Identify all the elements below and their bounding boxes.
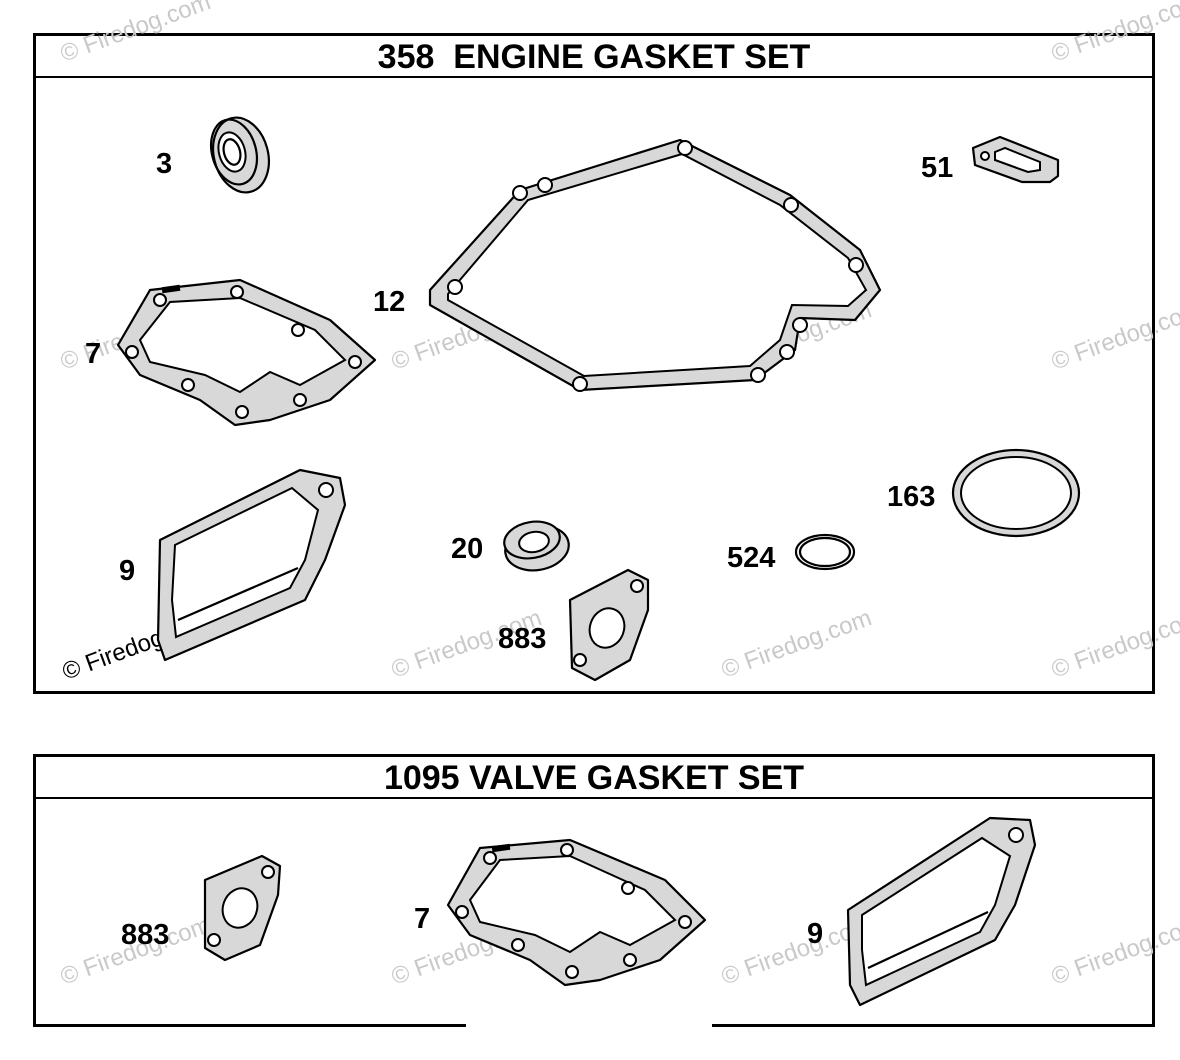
label-part-51: 51	[921, 152, 953, 184]
part-12-crankcase-gasket	[428, 138, 882, 392]
part-9-valve-cover-gasket	[156, 468, 347, 662]
label-part-12: 12	[373, 286, 405, 318]
panel-title-valve: 1095 VALVE GASKET SET	[36, 757, 1152, 799]
valve-label-part-7: 7	[414, 903, 430, 935]
engine-panel-title-text: 358 ENGINE GASKET SET	[377, 38, 811, 76]
watermark: © Firedog.com	[718, 604, 875, 683]
valve-part-9-valve-cover-gasket	[846, 816, 1037, 1007]
label-part-163: 163	[887, 481, 935, 513]
label-part-20: 20	[451, 533, 483, 565]
part-3-oil-seal	[209, 116, 270, 194]
part-163-ring-gasket	[951, 448, 1081, 538]
valve-label-part-9: 9	[807, 918, 823, 950]
watermark: © Firedog.com	[1048, 911, 1180, 990]
valve-part-883-intake-gasket	[203, 854, 282, 962]
valve-label-part-883: 883	[121, 919, 169, 951]
label-part-3: 3	[156, 148, 172, 180]
watermark: © Firedog.com	[1048, 296, 1180, 375]
label-part-524: 524	[727, 542, 775, 574]
part-51-gasket	[971, 135, 1060, 184]
valve-panel-title-text: 1095 VALVE GASKET SET	[383, 759, 805, 797]
part-7-head-gasket	[116, 278, 377, 427]
part-883-intake-gasket	[568, 568, 650, 682]
label-part-883: 883	[498, 623, 546, 655]
part-20-seal	[503, 520, 570, 572]
watermark: © Firedog.com	[1048, 604, 1180, 683]
watermark: © Firedog.com	[1048, 0, 1180, 68]
part-524-o-ring	[794, 533, 856, 571]
watermark: © Firedog.com	[57, 0, 214, 68]
valve-part-7-head-gasket	[446, 838, 707, 987]
label-part-9: 9	[119, 555, 135, 587]
label-part-7: 7	[85, 338, 101, 370]
bottom-border-gap	[466, 1020, 712, 1030]
panel-title-engine: 358 ENGINE GASKET SET	[36, 36, 1152, 78]
